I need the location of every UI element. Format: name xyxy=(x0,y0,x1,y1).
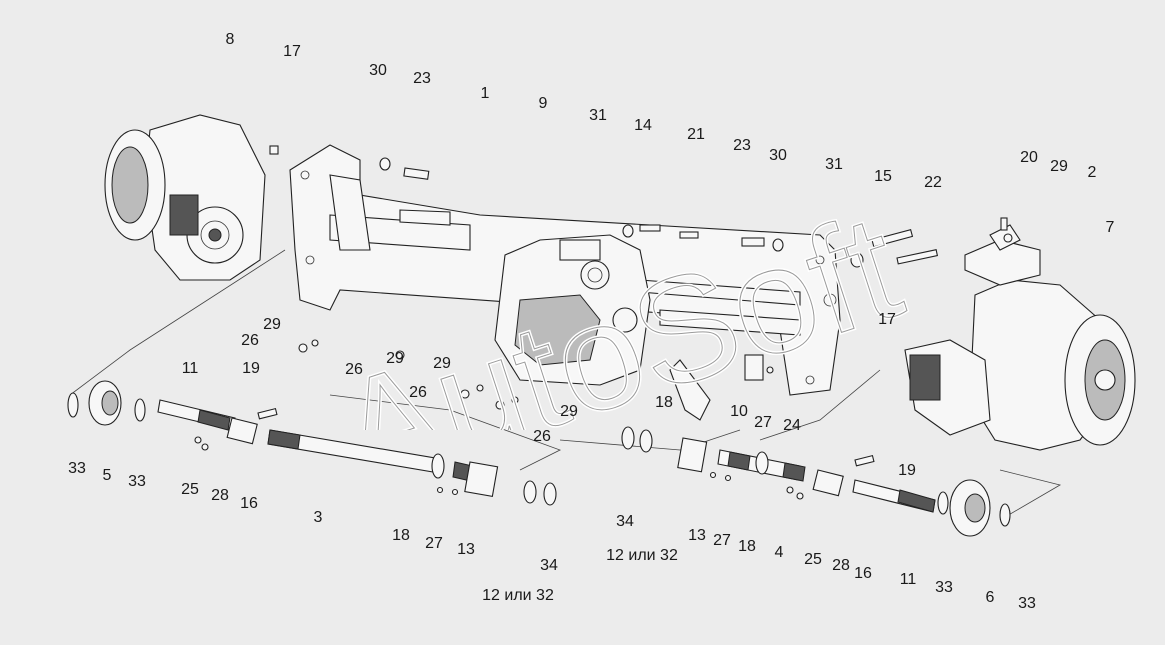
callout-14: 14 xyxy=(634,117,652,134)
callout-33: 33 xyxy=(1018,595,1036,612)
left-final-drive xyxy=(104,114,266,281)
callout-30: 30 xyxy=(769,147,787,164)
callout-10: 10 xyxy=(730,403,748,420)
callout-31: 31 xyxy=(825,156,843,173)
callout-19: 19 xyxy=(898,462,916,479)
callout-18: 18 xyxy=(738,538,756,555)
callout-6: 6 xyxy=(985,589,995,606)
callout-1: 1 xyxy=(480,85,490,102)
callout-29: 29 xyxy=(560,403,578,420)
callout-9: 9 xyxy=(538,95,548,112)
callout-15: 15 xyxy=(874,168,892,185)
callout-5: 5 xyxy=(102,467,112,484)
callout-28: 28 xyxy=(832,557,850,574)
callout-23: 23 xyxy=(413,70,431,87)
callout-13: 13 xyxy=(457,541,475,558)
callout-18: 18 xyxy=(392,527,410,544)
callout-22: 22 xyxy=(924,174,942,191)
callout-29: 29 xyxy=(1050,158,1068,175)
lower-right-shafts xyxy=(621,426,1011,537)
callout-2: 2 xyxy=(1087,164,1097,181)
bolts-top xyxy=(269,145,1013,268)
callout-21: 21 xyxy=(687,126,705,143)
callout-26: 26 xyxy=(241,332,259,349)
callout-16: 16 xyxy=(854,565,872,582)
callout-26: 26 xyxy=(345,361,363,378)
callout-23: 23 xyxy=(733,137,751,154)
callout-34: 34 xyxy=(540,557,558,574)
callout-12-or-32: 12 или 32 xyxy=(482,587,554,604)
callout-7: 7 xyxy=(1105,219,1115,236)
callout-27: 27 xyxy=(713,532,731,549)
callout-33: 33 xyxy=(68,460,86,477)
callout-26: 26 xyxy=(533,428,551,445)
callout-24: 24 xyxy=(783,417,801,434)
callout-4: 4 xyxy=(774,544,784,561)
alignment-lines xyxy=(69,249,1062,521)
callout-11: 11 xyxy=(899,571,917,588)
bracket-2 xyxy=(964,224,1041,286)
callout-17: 17 xyxy=(283,43,301,60)
callout-13: 13 xyxy=(688,527,706,544)
callout-3: 3 xyxy=(313,509,323,526)
callout-29: 29 xyxy=(386,350,404,367)
callout-16: 16 xyxy=(240,495,258,512)
center-gearbox xyxy=(494,234,651,386)
callout-26: 26 xyxy=(409,384,427,401)
callout-25: 25 xyxy=(804,551,822,568)
lower-left-shafts xyxy=(67,380,557,506)
callout-33: 33 xyxy=(935,579,953,596)
callout-11: 11 xyxy=(181,360,199,377)
callout-17: 17 xyxy=(878,311,896,328)
callout-27: 27 xyxy=(754,414,772,431)
callout-31: 31 xyxy=(589,107,607,124)
callout-34: 34 xyxy=(616,513,634,530)
callout-12-or-32: 12 или 32 xyxy=(606,547,678,564)
callout-33: 33 xyxy=(128,473,146,490)
callout-8: 8 xyxy=(225,31,235,48)
callout-25: 25 xyxy=(181,481,199,498)
nuts-center xyxy=(298,339,774,421)
callout-18: 18 xyxy=(655,394,673,411)
callout-28: 28 xyxy=(211,487,229,504)
right-final-drive xyxy=(904,279,1136,451)
callout-20: 20 xyxy=(1020,149,1038,166)
callout-30: 30 xyxy=(369,62,387,79)
callout-27: 27 xyxy=(425,535,443,552)
callout-29: 29 xyxy=(263,316,281,333)
callout-29: 29 xyxy=(433,355,451,372)
callout-19: 19 xyxy=(242,360,260,377)
